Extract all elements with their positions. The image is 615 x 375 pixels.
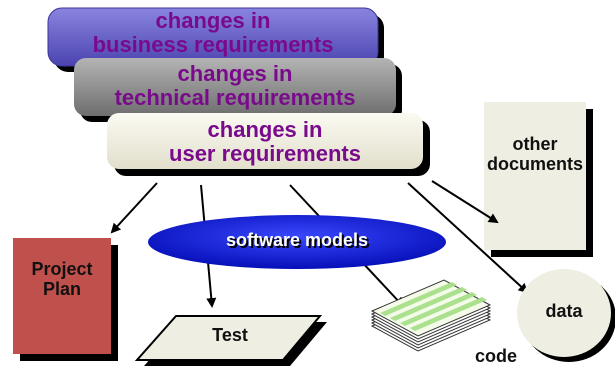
data-label: data [545, 301, 583, 321]
code-label: code [474, 346, 517, 366]
user-requirements-box [107, 113, 430, 176]
technical-requirements-box [74, 58, 402, 122]
arrow-to-project-plan [110, 182, 158, 234]
test-label: Test [212, 325, 248, 345]
technical-requirements-label: changes in technical requirements [114, 61, 356, 111]
arrow-to-data [407, 182, 529, 294]
other-documents-label: other documents [486, 134, 583, 174]
software-models-ellipse [148, 215, 446, 269]
test-shape [134, 315, 327, 366]
software-models-label: software models [225, 230, 369, 250]
data-shape [517, 269, 615, 362]
arrow-to-other-documents [431, 180, 499, 224]
project-plan-label: Project Plan [31, 259, 93, 299]
code-printout-icon [370, 279, 492, 352]
business-requirements-box [47, 7, 384, 72]
user-requirements-label: changes in user requirements [169, 117, 361, 167]
other-documents-shape [484, 102, 593, 257]
project-plan-shape [13, 238, 118, 361]
business-requirements-label: changes in business requirements [92, 8, 334, 58]
